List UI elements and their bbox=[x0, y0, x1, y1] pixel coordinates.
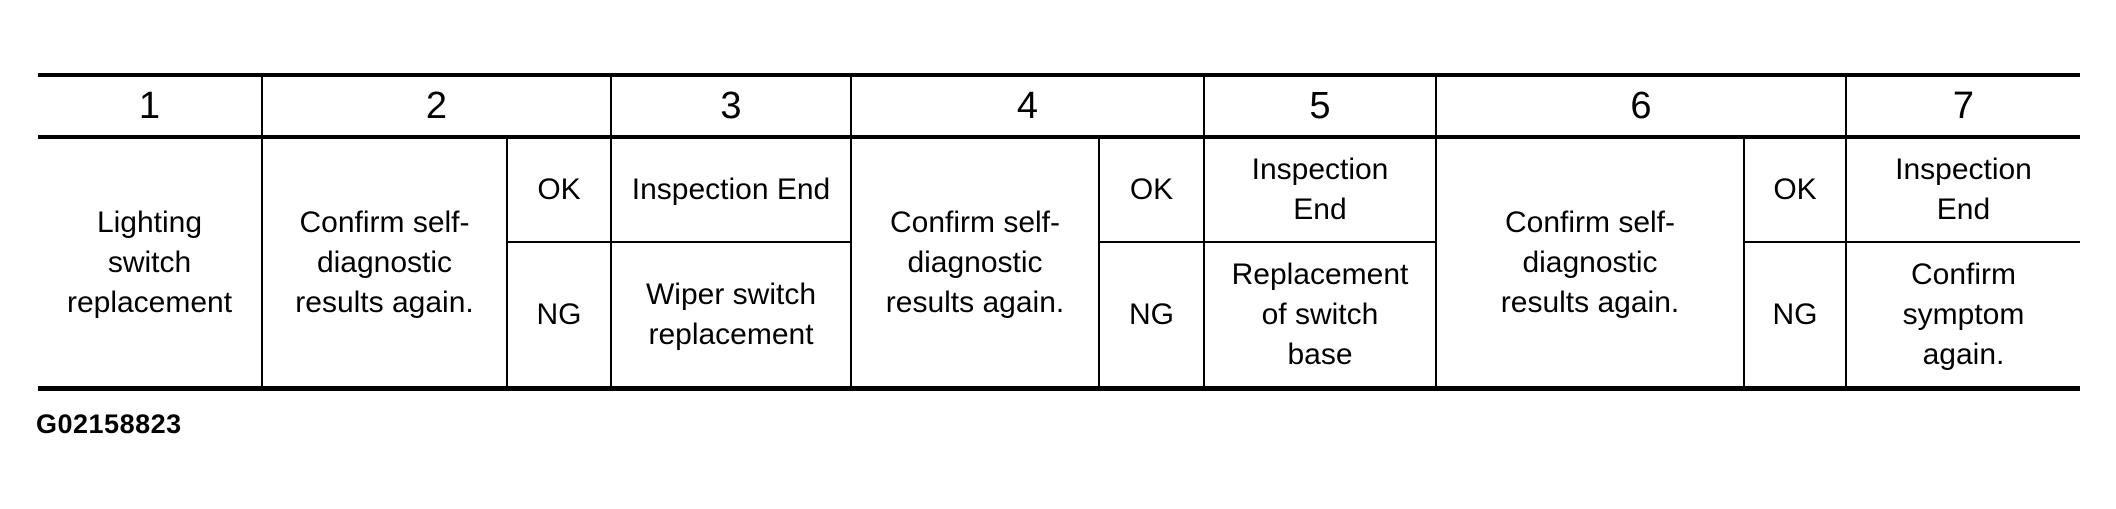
header-cell-5: 5 bbox=[1205, 77, 1437, 139]
branch6-ng-result-cell: Confirm symptom again. bbox=[1902, 257, 2025, 371]
branch4-ok-result-cell: Inspection End bbox=[1205, 139, 1437, 243]
header-cell-6: 6 bbox=[1437, 77, 1847, 139]
branch4-action-cell: Confirm self- diagnostic results again. bbox=[852, 139, 1100, 386]
header-cell-3: 3 bbox=[612, 77, 852, 139]
branch6-ok-result-cell: Inspection End bbox=[1847, 139, 2080, 243]
branch6-ng-label-cell: NG bbox=[1745, 243, 1847, 386]
branch6-ok-label-cell: OK bbox=[1745, 139, 1847, 243]
branch4-ng-label-cell: NG bbox=[1100, 243, 1205, 386]
branch4-ok-label-cell: OK bbox=[1100, 139, 1205, 243]
branch2-ng-result-cell: Wiper switch replacement bbox=[612, 243, 852, 386]
branch2-ok-result-cell: Inspection End bbox=[612, 139, 852, 243]
branch2-ng-label-cell: NG bbox=[508, 243, 612, 386]
header-cell-4: 4 bbox=[852, 77, 1205, 139]
branch2-ok-label-cell: OK bbox=[508, 139, 612, 243]
branch2-action-cell: Confirm self- diagnostic results again. bbox=[263, 139, 508, 386]
header-cell-1: 1 bbox=[38, 77, 263, 139]
header-cell-7: 7 bbox=[1847, 77, 2080, 139]
branch4-ng-result-cell: Replacement of switch base bbox=[1205, 243, 1437, 386]
header-cell-2: 2 bbox=[263, 77, 612, 139]
branch6-action-cell: Confirm self- diagnostic results again. bbox=[1437, 139, 1745, 386]
diagnostic-procedure-table: 1 2 3 4 5 6 7 Lighting switch replacemen… bbox=[38, 73, 2080, 391]
step1-action-cell: Lighting switch replacement bbox=[38, 139, 263, 386]
figure-id-caption: G02158823 bbox=[36, 409, 182, 439]
